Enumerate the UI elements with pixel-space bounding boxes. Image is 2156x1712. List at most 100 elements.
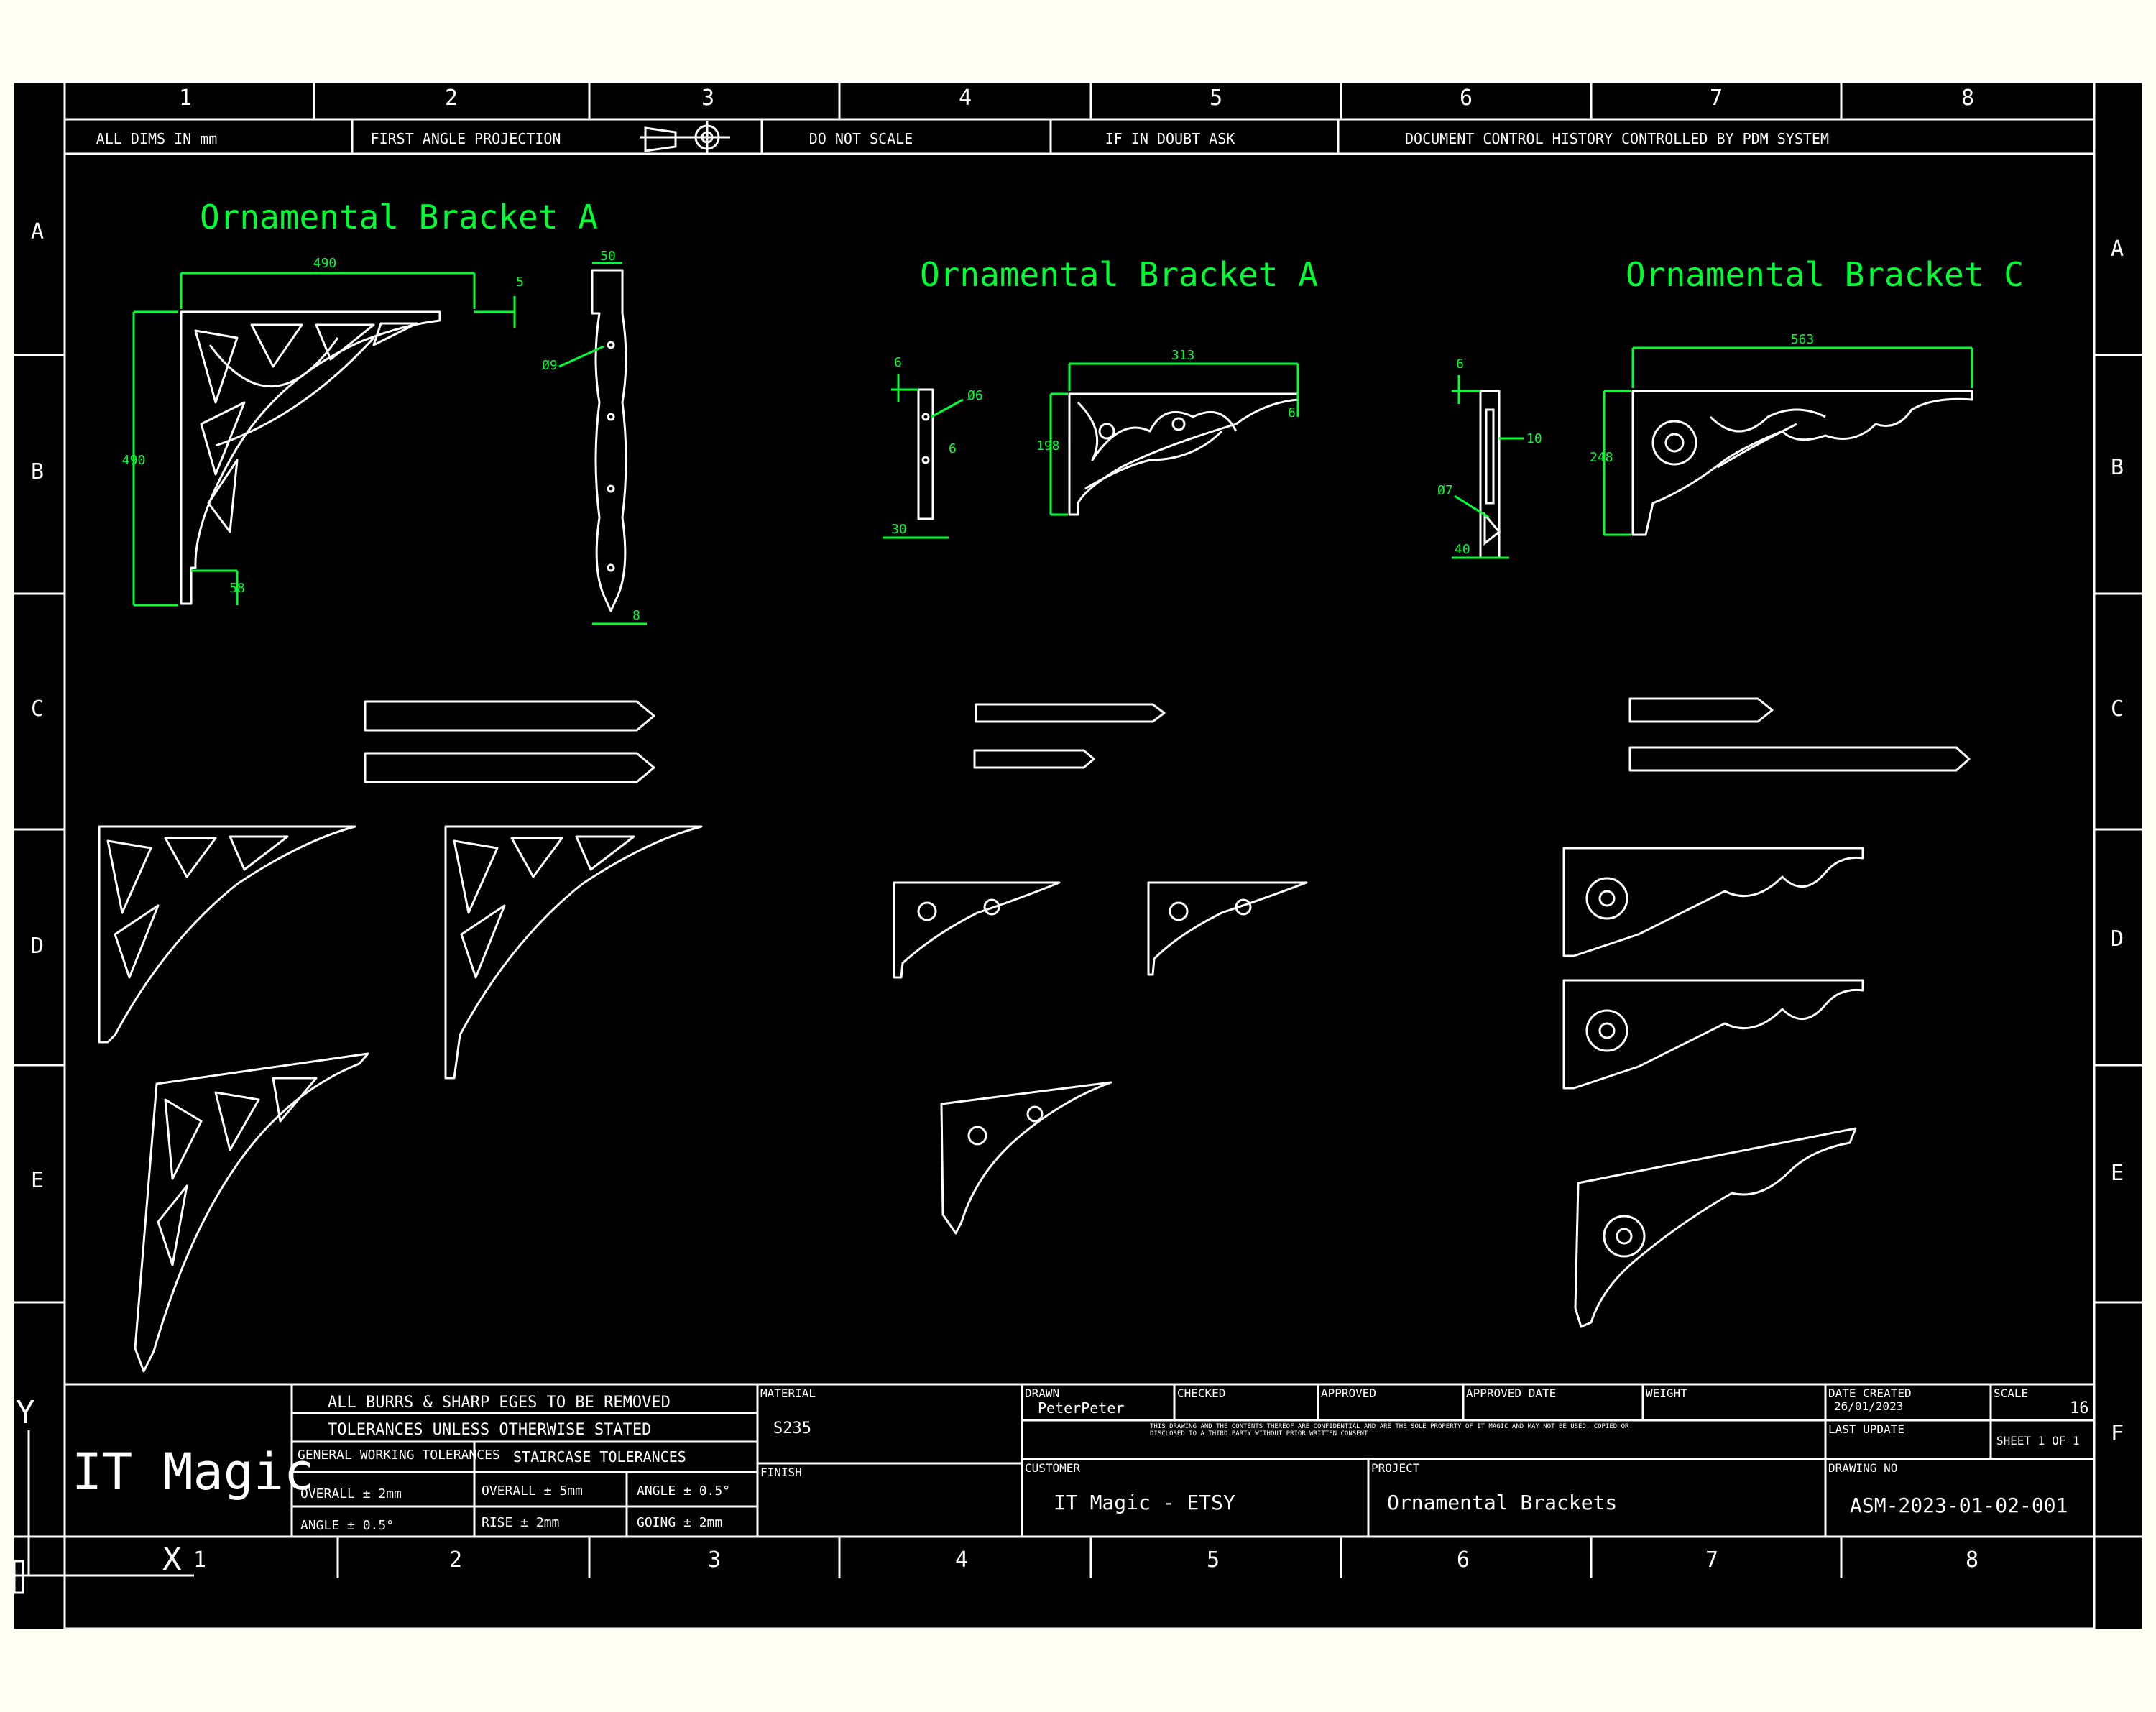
dim-a-thickness: 5 <box>516 275 524 290</box>
zone-row-d: D <box>31 934 44 959</box>
flat-strap-a-1 <box>364 700 655 732</box>
view-title-bracket-a-mid: Ornamental Bracket A <box>920 255 1318 294</box>
material-label: MATERIAL <box>760 1386 816 1400</box>
view-title-bracket-c: Ornamental Bracket C <box>1626 255 2024 294</box>
checked-label: CHECKED <box>1177 1386 1225 1400</box>
confidentiality-notice-box: THIS DRAWING AND THE CONTENTS THEREOF AR… <box>1150 1423 1628 1437</box>
drawing-frame <box>14 80 2142 1630</box>
bracket-a-mid-side-view <box>917 388 934 520</box>
note-dims: ALL DIMS IN mm <box>96 130 218 147</box>
stair-overall: OVERALL ± 5mm <box>482 1483 583 1499</box>
preview-bracket-c-1 <box>1562 847 1864 957</box>
view-bracket-c: Ornamental Bracket C 6 10 Ø7 40 563 248 <box>1437 255 2024 559</box>
zone-col-3-bottom: 3 <box>708 1547 721 1573</box>
note-projection: FIRST ANGLE PROJECTION <box>371 130 561 147</box>
view-title-bracket-a-left: Ornamental Bracket A <box>200 198 598 236</box>
preview-bracket-a-2 <box>444 825 703 1080</box>
view-bracket-a-left: Ornamental Bracket A 490 490 5 58 50 Ø9 … <box>122 198 647 625</box>
drawn-value: PeterPeter <box>1038 1399 1124 1417</box>
drawn-label: DRAWN <box>1025 1386 1059 1400</box>
company-logo-text: IT Magic <box>72 1442 314 1501</box>
zone-col-8: 8 <box>1961 86 1974 111</box>
preview-bracket-a-mid-2 <box>1147 881 1308 976</box>
flat-strap-a-2 <box>364 752 655 783</box>
preview-bracket-c-iso <box>1574 1127 1857 1328</box>
date-created-value: 26/01/2023 <box>1834 1399 1903 1413</box>
stair-angle: ANGLE ± 0.5° <box>637 1483 730 1499</box>
project-label: PROJECT <box>1371 1461 1420 1475</box>
flat-strap-c-1 <box>1628 697 1774 723</box>
customer-label: CUSTOMER <box>1025 1461 1080 1475</box>
finish-label: FINISH <box>760 1465 802 1479</box>
dim-c-height: 248 <box>1590 450 1613 465</box>
zone-col-3: 3 <box>701 86 714 111</box>
date-created-label: DATE CREATED <box>1828 1386 1912 1400</box>
zone-row-c: C <box>31 696 44 722</box>
general-angle: ANGLE ± 0.5° <box>300 1518 394 1533</box>
ucs-axis-icon: Y X <box>13 1394 194 1594</box>
drawing-no-label: DRAWING NO <box>1828 1461 1897 1475</box>
zone-row-labels-right: A B C D E F <box>2111 236 2124 1446</box>
dim-a-height: 490 <box>122 453 146 468</box>
zone-row-b: B <box>31 459 44 484</box>
zone-col-5-bottom: 5 <box>1207 1547 1220 1573</box>
material-value: S235 <box>773 1419 811 1437</box>
stair-rise: RISE ± 2mm <box>482 1515 559 1530</box>
bracket-a-side-view <box>591 269 627 612</box>
dim-a-width: 490 <box>313 256 337 271</box>
note-doubt: IF IN DOUBT ASK <box>1105 130 1235 147</box>
note-burrs: ALL BURRS & SHARP EGES TO BE REMOVED <box>328 1394 671 1412</box>
ucs-y-label: Y <box>16 1394 35 1431</box>
dim-am-thick: 6 <box>894 355 902 370</box>
general-tolerances-header: GENERAL WORKING TOLERANCES <box>298 1448 500 1463</box>
zone-row-a-right: A <box>2111 236 2124 262</box>
title-block: IT Magic ALL BURRS & SHARP EGES TO BE RE… <box>65 1383 2094 1537</box>
approved-date-label: APPROVED DATE <box>1466 1386 1556 1400</box>
dim-c-base: 40 <box>1455 542 1470 557</box>
preview-bracket-c-2 <box>1562 979 1864 1090</box>
zone-col-4-bottom: 4 <box>955 1547 968 1573</box>
dim-c-thick: 6 <box>1456 356 1464 372</box>
notes-strip: ALL DIMS IN mm FIRST ANGLE PROJECTION DO… <box>65 119 2094 155</box>
stair-going: GOING ± 2mm <box>637 1515 722 1530</box>
note-no-scale: DO NOT SCALE <box>809 130 913 147</box>
dim-am-lip: 6 <box>1288 405 1296 420</box>
zone-col-4: 4 <box>959 86 972 111</box>
zone-col-7-bottom: 7 <box>1705 1547 1718 1573</box>
dim-am-height: 198 <box>1036 438 1060 454</box>
preview-bracket-a-mid-1 <box>893 881 1061 979</box>
dim-am-hole: Ø6 <box>967 388 983 403</box>
zone-row-d-right: D <box>2111 926 2124 952</box>
preview-bracket-a-iso <box>134 1052 369 1373</box>
zone-row-a: A <box>31 219 44 244</box>
zone-row-e-right: E <box>2111 1161 2124 1186</box>
flat-strap-a-mid-1 <box>975 703 1166 723</box>
staircase-tolerances-header: STAIRCASE TOLERANCES <box>513 1448 686 1465</box>
flat-pattern-views <box>364 697 1971 783</box>
dim-am-slot: 6 <box>949 441 957 456</box>
preview-bracket-a-mid-iso <box>940 1081 1112 1235</box>
sheet-number: SHEET 1 OF 1 <box>1996 1434 2080 1448</box>
dim-a-side-width: 50 <box>600 249 616 264</box>
zone-col-7: 7 <box>1710 86 1723 111</box>
dim-a-foot: 58 <box>229 581 245 596</box>
preview-bracket-a-1 <box>98 825 356 1044</box>
bracket-c-front-view <box>1631 390 1973 536</box>
zone-col-5: 5 <box>1210 86 1222 111</box>
zone-col-2: 2 <box>445 86 458 111</box>
zone-col-1-bottom: 1 <box>193 1547 206 1573</box>
dim-am-base: 30 <box>891 522 907 537</box>
scale-label: SCALE <box>1994 1386 2028 1400</box>
zone-row-f-right: F <box>2111 1421 2124 1446</box>
projection-symbol-icon <box>640 121 730 154</box>
view-bracket-a-mid: Ornamental Bracket A 6 Ø6 6 30 313 198 6 <box>883 255 1318 539</box>
dim-am-width: 313 <box>1171 348 1195 363</box>
flat-strap-a-mid-2 <box>973 749 1095 769</box>
last-update-label: LAST UPDATE <box>1828 1422 1904 1436</box>
dim-a-hole: Ø9 <box>542 358 558 373</box>
zone-col-8-bottom: 8 <box>1966 1547 1978 1573</box>
project-value: Ornamental Brackets <box>1387 1491 1617 1514</box>
scale-value: 16 <box>2070 1399 2089 1417</box>
dim-c-slot: 10 <box>1526 431 1542 446</box>
